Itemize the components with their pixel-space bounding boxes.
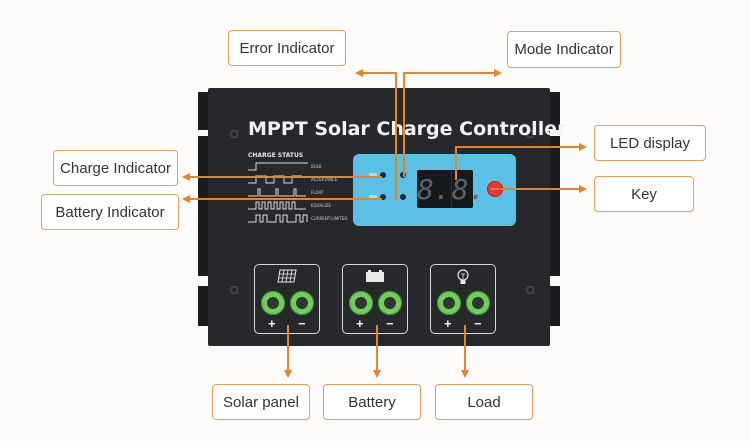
current-limited-waveform-icon (248, 214, 308, 223)
charge-mode-current-limited: CURRENT-LIMITED (248, 214, 347, 223)
error-indicator-line (355, 69, 397, 201)
battery-indicator-led (380, 194, 386, 200)
charge-mode-equalize: EQUALIZE (248, 201, 331, 210)
solar-negative-screw[interactable] (290, 291, 314, 315)
led-digit: 8. (451, 172, 486, 206)
charge-mode-float: FLOAT (248, 188, 323, 197)
key-button[interactable]: MENU (487, 181, 503, 197)
bulk-waveform-icon (248, 162, 308, 171)
plus-sign: + (356, 316, 364, 331)
mode-indicator-callout: Mode Indicator (507, 31, 621, 68)
solar-panel-icon (277, 269, 297, 283)
solar-terminal-block: + − (254, 264, 320, 334)
battery-negative-screw[interactable] (378, 291, 402, 315)
screw-hole (526, 286, 534, 294)
float-waveform-icon (248, 188, 306, 197)
charge-indicator-callout: Charge Indicator (53, 150, 178, 186)
charge-status-heading: CHARGE STATUS (248, 152, 304, 159)
battery-icon (366, 270, 384, 282)
key-callout: Key (594, 176, 694, 212)
minus-sign: − (298, 316, 306, 331)
plus-sign: + (444, 316, 452, 331)
load-positive-screw[interactable] (437, 291, 461, 315)
charge-indicator-led (380, 172, 386, 178)
error-indicator-led (400, 194, 406, 200)
solar-positive-screw[interactable] (261, 291, 285, 315)
minus-sign: − (386, 316, 394, 331)
battery-indicator-callout: Battery Indicator (41, 194, 179, 230)
equalize-waveform-icon (248, 201, 306, 210)
left-flange-top (198, 92, 208, 130)
screw-hole (230, 286, 238, 294)
screw-hole (526, 130, 534, 138)
led-digit: 8. (417, 170, 452, 208)
minus-sign: − (474, 316, 482, 331)
error-indicator-callout: Error Indicator (228, 30, 346, 66)
led-display-line (455, 143, 587, 180)
load-negative-screw[interactable] (466, 291, 490, 315)
bulb-icon (457, 269, 469, 284)
plus-sign: + (268, 316, 276, 331)
screw-hole (230, 130, 238, 138)
battery-positive-screw[interactable] (349, 291, 373, 315)
right-flange-top (550, 92, 560, 130)
led-display-callout: LED display (594, 125, 706, 161)
solar-panel-callout: Solar panel (212, 384, 310, 420)
charge-mode-bulk: BULK (248, 162, 322, 171)
battery-callout: Battery (323, 384, 421, 420)
led-display: 8. 8. (417, 170, 485, 208)
battery-led-label (369, 195, 377, 198)
left-flange-mid (198, 136, 208, 276)
charge-led-label (369, 173, 377, 176)
left-flange-bottom (198, 286, 208, 326)
battery-terminal-block: + − (342, 264, 408, 334)
right-flange-bottom (550, 286, 560, 326)
device-title: MPPT Solar Charge Controller (248, 118, 567, 140)
load-callout: Load (435, 384, 533, 420)
right-flange-mid (550, 136, 560, 276)
key-label: MENU (490, 187, 500, 191)
load-terminal-block: + − (430, 264, 496, 334)
mode-indicator-line (403, 69, 502, 177)
